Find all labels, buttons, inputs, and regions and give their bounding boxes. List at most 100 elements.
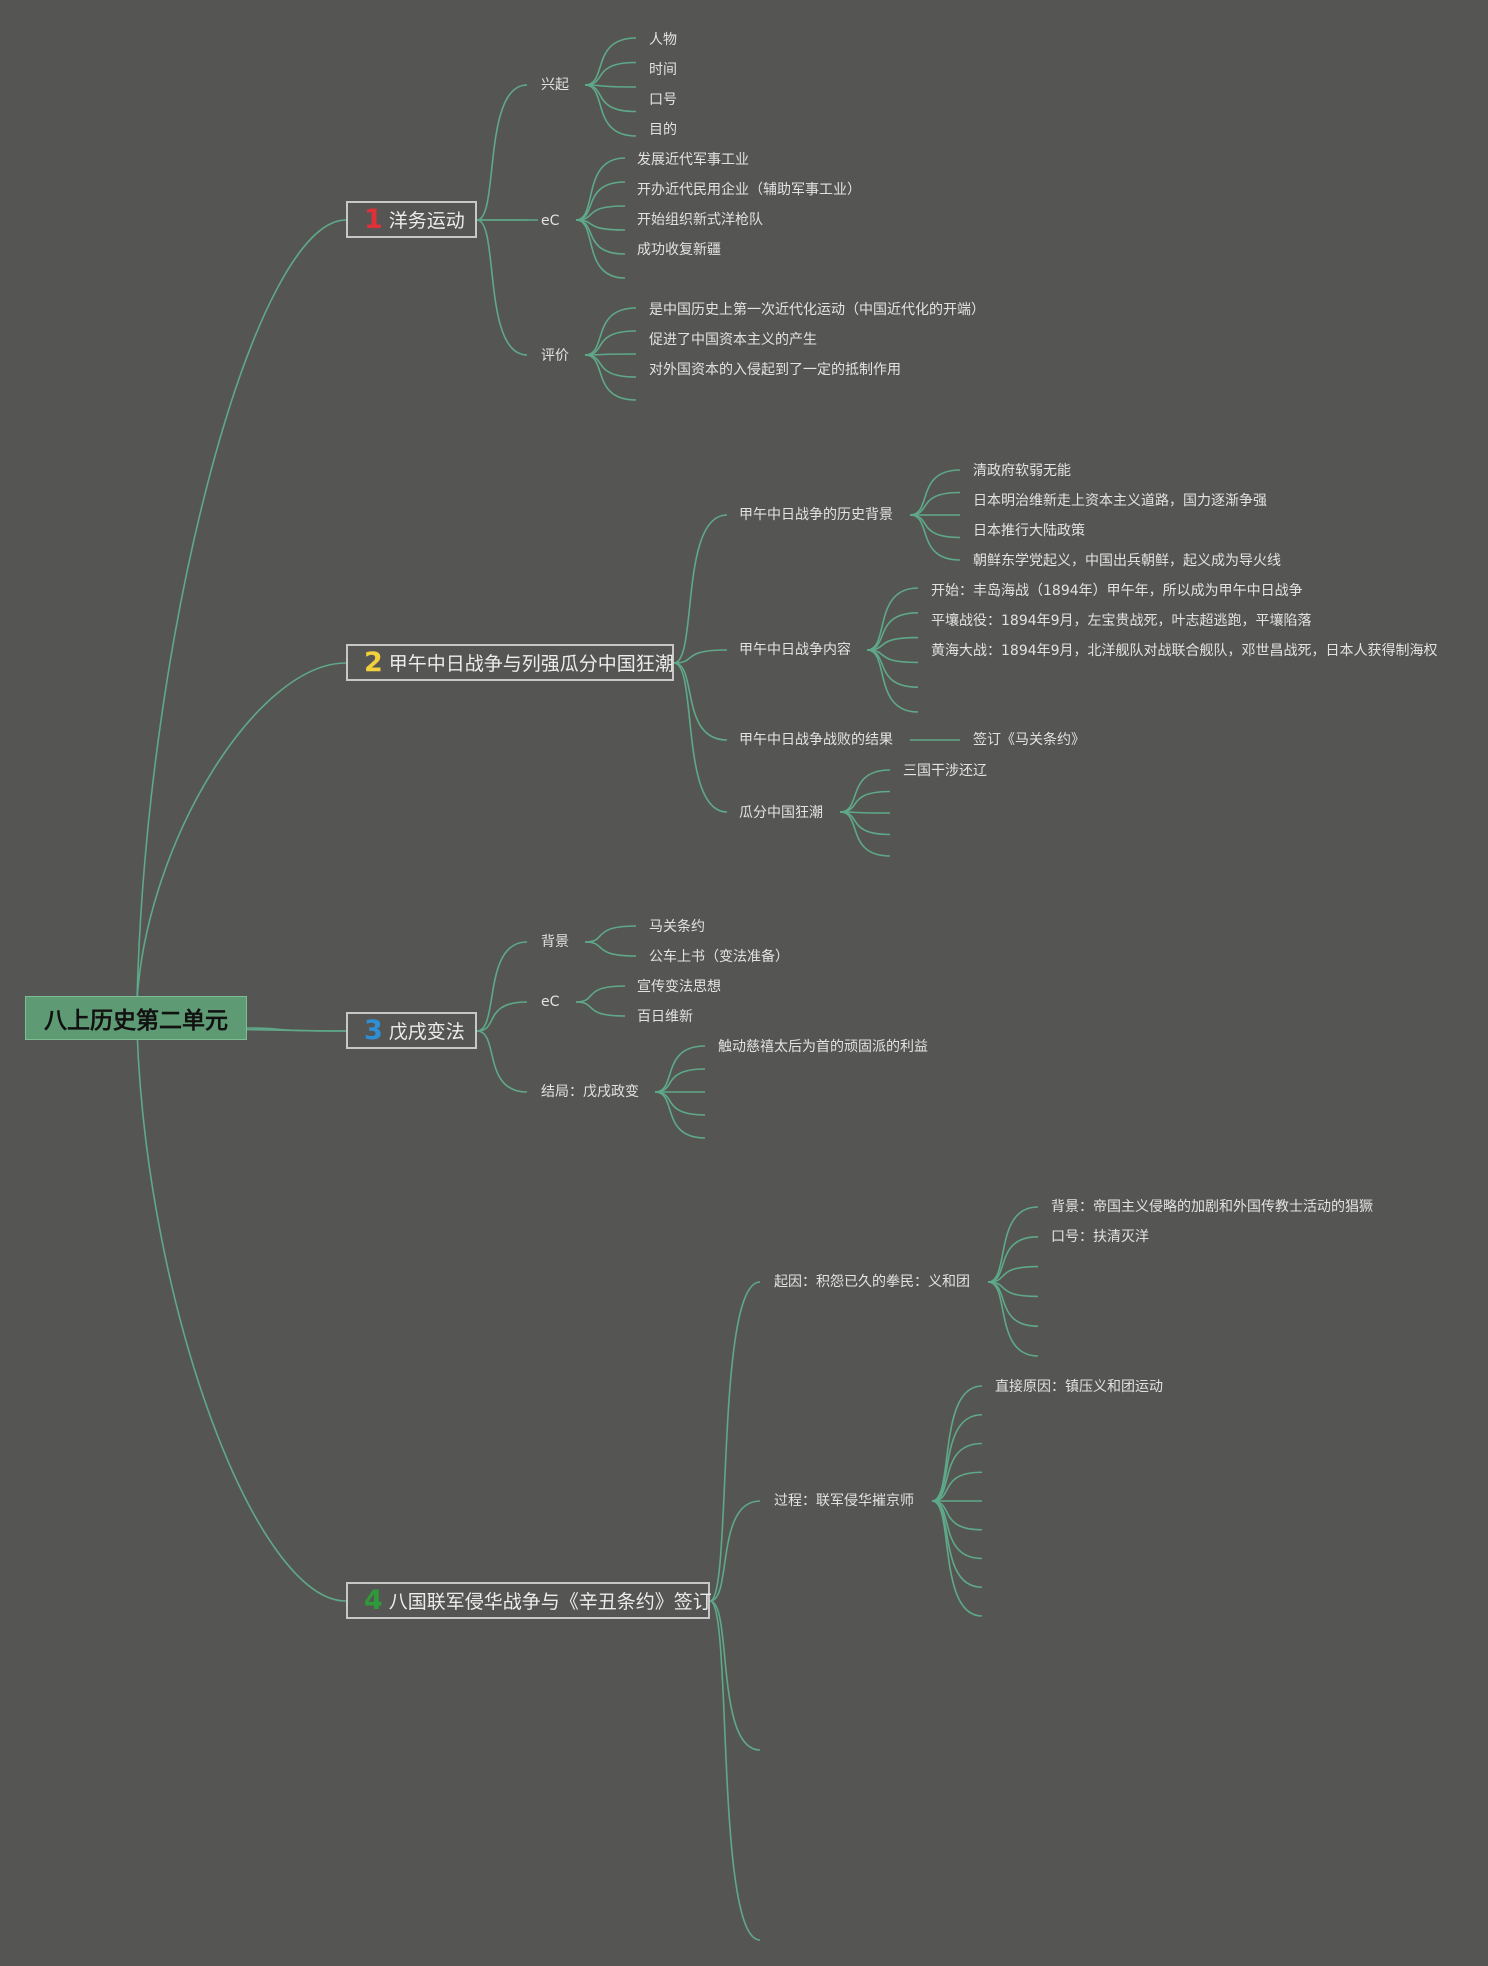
leaf-item[interactable]: 是中国历史上第一次近代化运动（中国近代化的开端） [649, 302, 985, 318]
group-connector [575, 1001, 626, 1017]
group-connector [584, 941, 637, 957]
topic-number-4: 4 [364, 1585, 383, 1616]
topic-number-2: 2 [364, 647, 383, 678]
group-label[interactable]: 瓜分中国狂潮 [739, 805, 823, 821]
leaf-item[interactable]: 促进了中国资本主义的产生 [649, 332, 817, 348]
group-connector [987, 1281, 1039, 1327]
leaf-item[interactable]: 口号 [649, 92, 677, 108]
root-label: 八上历史第二单元 [44, 1008, 228, 1034]
root-connector [136, 219, 347, 1001]
group-connector [931, 1471, 983, 1502]
group-connector [909, 514, 961, 561]
group-connector [575, 181, 626, 221]
group-connector [839, 811, 891, 857]
group-connector [931, 1500, 983, 1617]
topic-connector [476, 1030, 528, 1093]
group-label[interactable]: 起因：积怨已久的拳民：义和团 [774, 1274, 970, 1290]
group-connector [931, 1442, 983, 1502]
topic-number-3: 3 [364, 1015, 383, 1046]
leaf-item[interactable]: 人物 [649, 32, 677, 48]
group-label[interactable]: eC [541, 213, 560, 229]
group-connector [575, 219, 626, 279]
group-connector [584, 925, 637, 943]
topic-node-4[interactable]: 4 八国联军侵华战争与《辛丑条约》签订 [346, 1582, 712, 1619]
topic-connector [709, 1500, 761, 1602]
group-label[interactable]: 甲午中日战争的历史背景 [739, 507, 893, 523]
group-label[interactable]: 结局：戊戌政变 [541, 1084, 639, 1100]
leaf-item[interactable]: 平壤战役：1894年9月，左宝贵战死，叶志超逃跑，平壤陷落 [931, 613, 1312, 629]
group-connector [987, 1206, 1039, 1283]
group-connector [584, 354, 637, 401]
leaf-item[interactable]: 直接原因：镇压义和团运动 [995, 1379, 1163, 1395]
leaf-item[interactable]: 触动慈禧太后为首的顽固派的利益 [718, 1039, 928, 1055]
leaf-item[interactable]: 百日维新 [637, 1009, 693, 1025]
root-node[interactable]: 八上历史第二单元 [25, 996, 247, 1040]
leaf-item[interactable]: 签订《马关条约》 [973, 732, 1085, 748]
leaf-item[interactable]: 公车上书（变法准备） [649, 949, 789, 965]
topic-connector [673, 662, 728, 813]
leaf-item[interactable]: 开始：丰岛海战（1894年）甲午年，所以成为甲午中日战争 [931, 583, 1303, 599]
leaf-item[interactable]: 朝鲜东学党起义，中国出兵朝鲜，起义成为导火线 [973, 553, 1281, 569]
root-connector [136, 1029, 347, 1602]
topic-connector [673, 649, 728, 664]
leaf-item[interactable]: 黄海大战：1894年9月，北洋舰队对战联合舰队，邓世昌战死，日本人获得制海权 [931, 643, 1438, 659]
leaf-item[interactable]: 时间 [649, 62, 677, 78]
topic-connector [476, 84, 528, 221]
group-connector [584, 353, 637, 356]
group-connector [931, 1500, 983, 1589]
group-label[interactable]: 甲午中日战争内容 [739, 642, 851, 658]
leaf-item[interactable]: 三国干涉还辽 [903, 763, 987, 779]
group-connector [866, 587, 919, 651]
topic-label-1: 洋务运动 [388, 210, 465, 232]
topic-label-4: 八国联军侵华战争与《辛丑条约》签订 [388, 1591, 712, 1613]
group-connector [987, 1265, 1039, 1283]
leaf-item[interactable]: 对外国资本的入侵起到了一定的抵制作用 [649, 362, 901, 378]
group-connector [584, 307, 637, 356]
leaf-item[interactable]: 开始组织新式洋枪队 [637, 212, 763, 228]
group-label[interactable]: 过程：联军侵华摧京师 [774, 1493, 914, 1509]
group-label[interactable]: 甲午中日战争战败的结果 [739, 732, 893, 748]
group-connector [931, 1413, 983, 1502]
leaf-item[interactable]: 目的 [649, 122, 677, 138]
group-connector [987, 1236, 1039, 1283]
topic-node-1[interactable]: 1 洋务运动 [346, 201, 477, 238]
leaf-item[interactable]: 口号：扶清灭洋 [1051, 1229, 1149, 1245]
group-connector [584, 84, 637, 137]
group-connector [654, 1091, 706, 1139]
leaf-item[interactable]: 清政府软弱无能 [973, 463, 1071, 479]
group-label[interactable]: 背景 [541, 934, 569, 950]
root-connector [246, 1027, 347, 1032]
topic-node-2[interactable]: 2 甲午中日战争与列强瓜分中国狂潮 [346, 644, 674, 681]
leaf-item[interactable]: 开办近代民用企业（辅助军事工业） [637, 182, 861, 198]
topic-connector [476, 219, 528, 356]
group-connector [866, 612, 919, 651]
topic-label-2: 甲午中日战争与列强瓜分中国狂潮 [388, 653, 674, 675]
group-connector [575, 157, 626, 221]
group-connector [575, 985, 626, 1003]
group-label[interactable]: eC [541, 994, 560, 1010]
topic-connector [476, 1001, 528, 1032]
topic-connector [709, 1281, 761, 1602]
leaf-item[interactable]: 发展近代军事工业 [637, 152, 749, 168]
leaf-item[interactable]: 日本推行大陆政策 [973, 523, 1085, 539]
group-connector [866, 649, 919, 713]
topic-connector [673, 514, 728, 664]
root-connector [136, 662, 347, 1001]
topic-connector [476, 941, 528, 1032]
group-connector [584, 37, 637, 86]
leaf-item[interactable]: 成功收复新疆 [637, 242, 721, 258]
group-label[interactable]: 兴起 [541, 77, 569, 93]
group-connector [987, 1281, 1039, 1357]
topic-number-1: 1 [364, 204, 383, 235]
leaf-item[interactable]: 背景：帝国主义侵略的加剧和外国传教士活动的猖獗 [1051, 1199, 1373, 1215]
group-label[interactable]: 评价 [541, 348, 569, 364]
topic-connector [709, 1600, 761, 1751]
group-connector [931, 1385, 983, 1502]
group-connector [654, 1045, 706, 1093]
topic-connector [709, 1600, 761, 1941]
topic-node-3[interactable]: 3 戊戌变法 [346, 1012, 477, 1049]
leaf-item[interactable]: 马关条约 [649, 919, 705, 935]
leaf-item[interactable]: 日本明治维新走上资本主义道路，国力逐渐争强 [973, 493, 1267, 509]
leaf-item[interactable]: 宣传变法思想 [637, 979, 721, 995]
